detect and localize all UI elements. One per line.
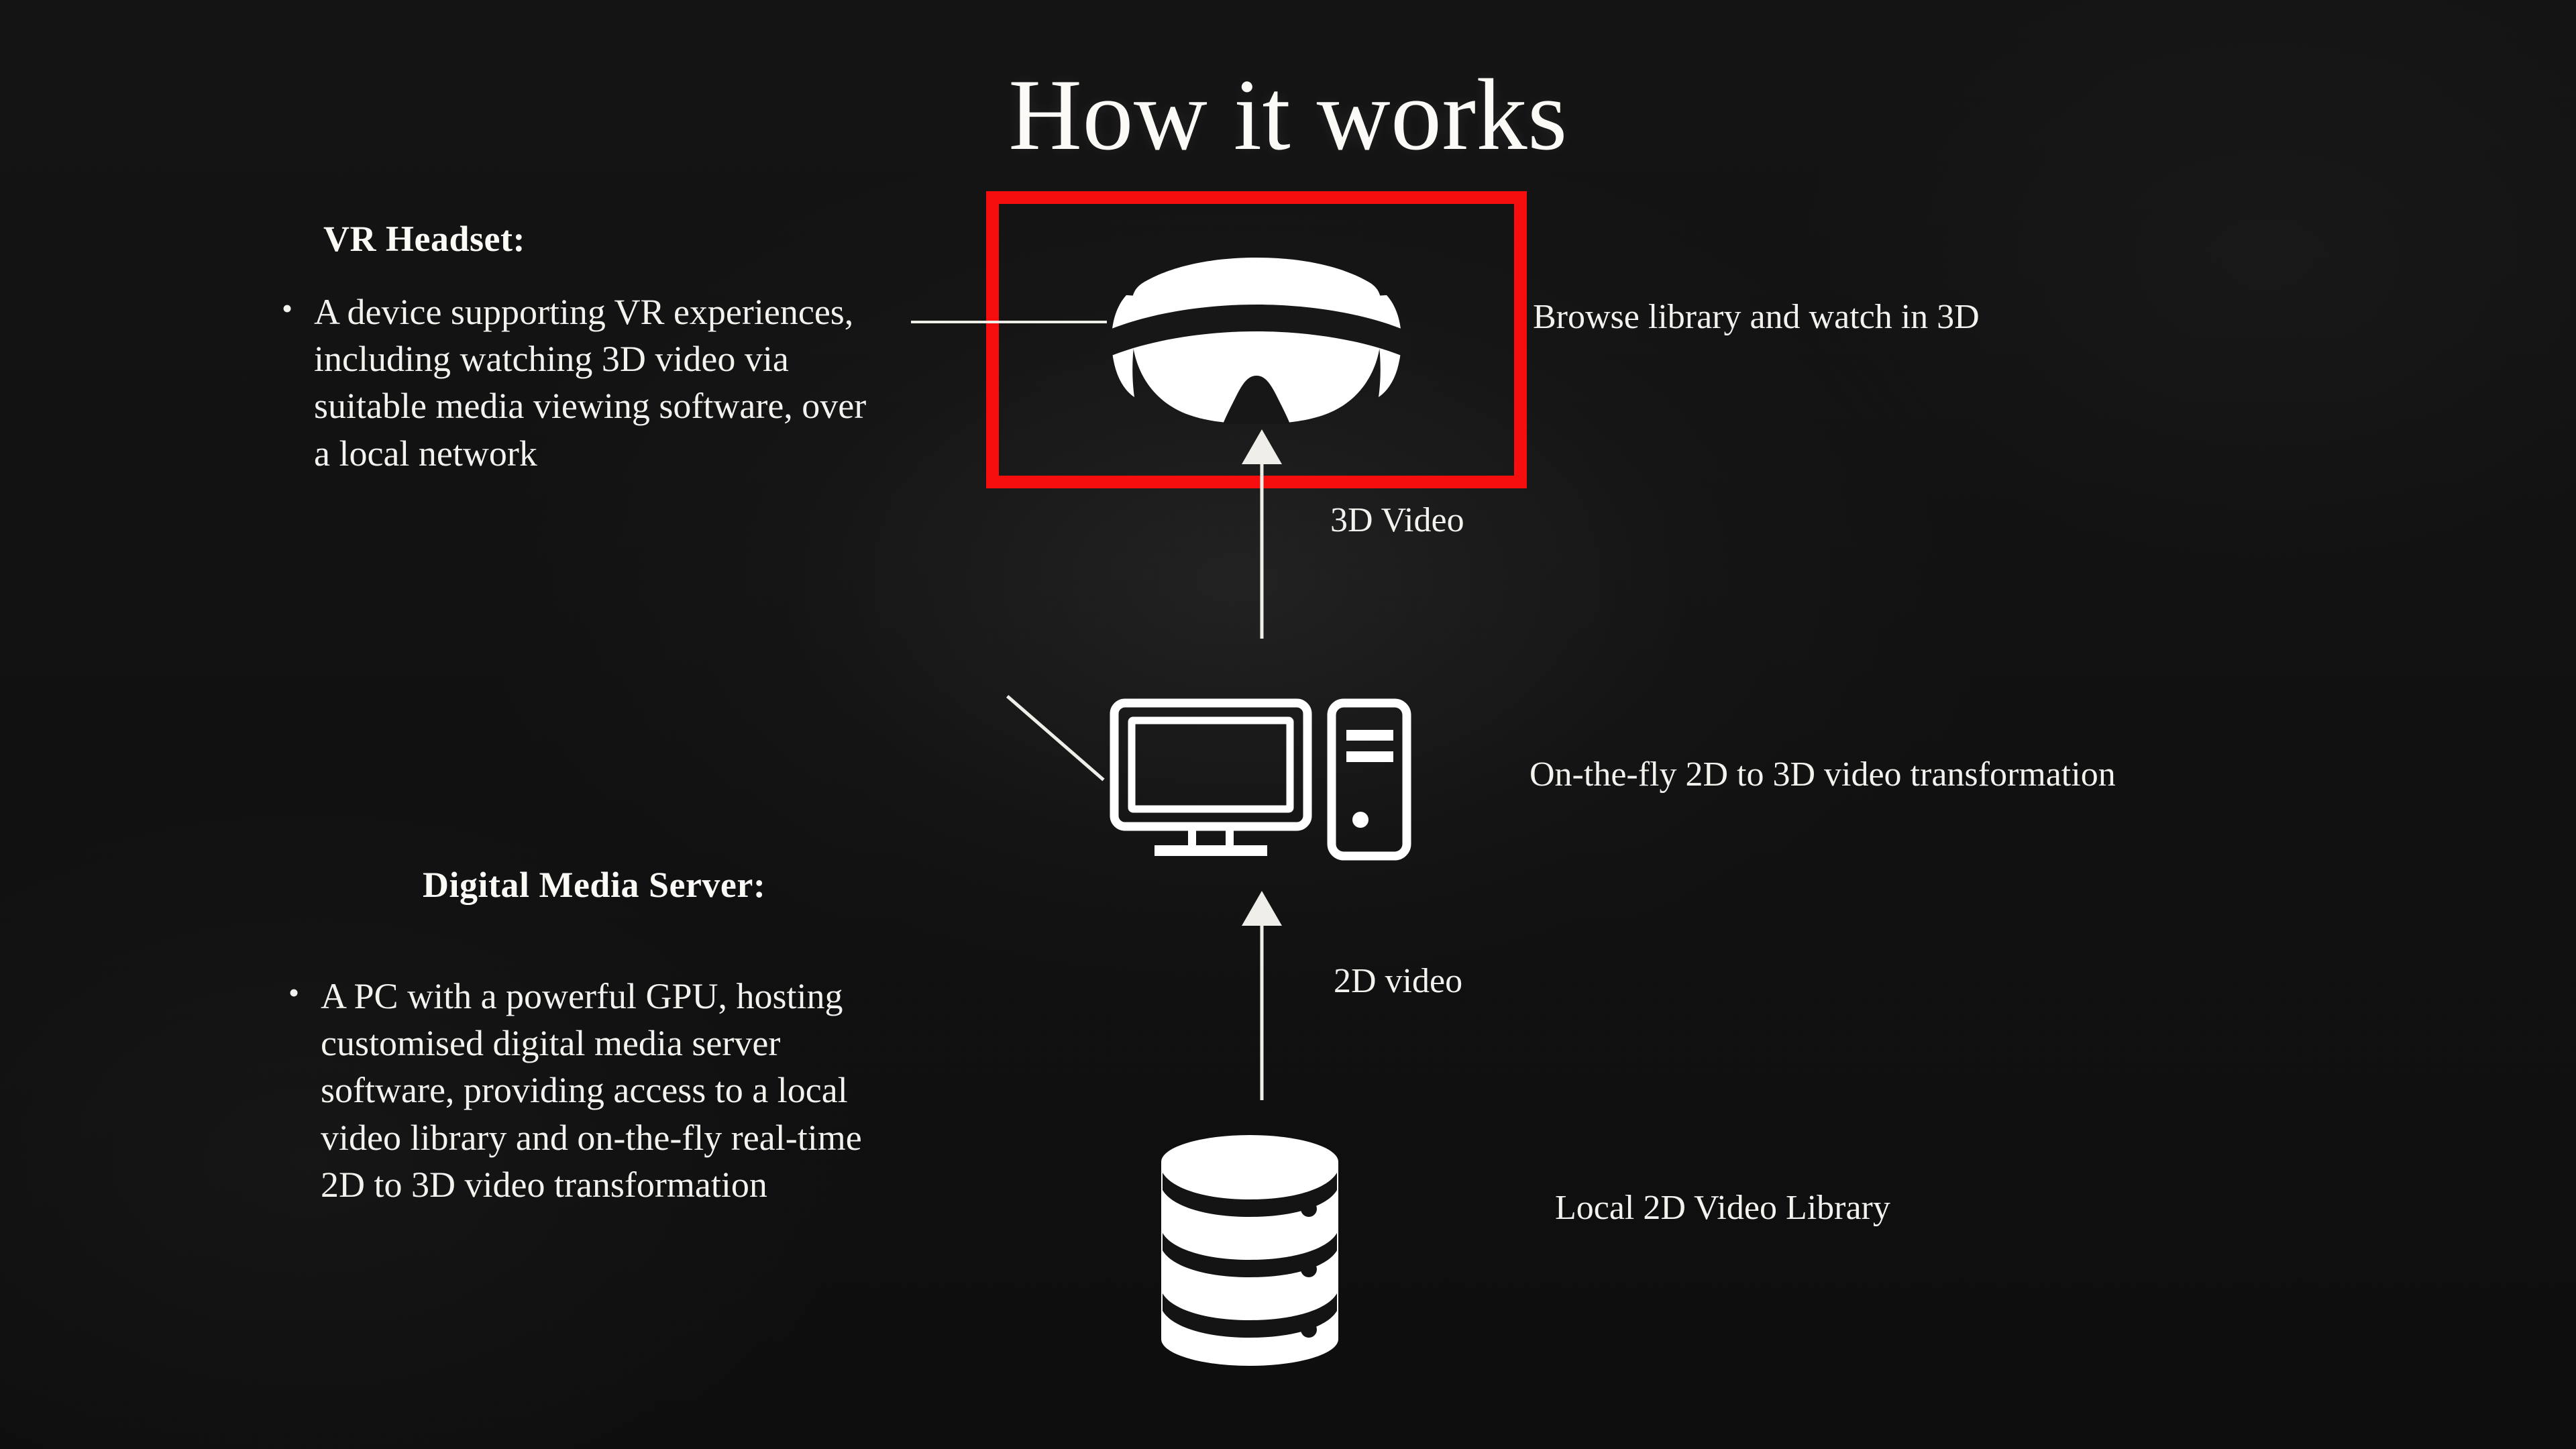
bullet-marker-icon: • bbox=[288, 975, 300, 1010]
caption-vr-headset-node: Browse library and watch in 3D bbox=[1533, 298, 1980, 336]
arrow-head-icon bbox=[1242, 891, 1282, 926]
bullet-text: A PC with a powerful GPU, hosting custom… bbox=[321, 976, 862, 1205]
flow-arrow-3d-video bbox=[1242, 429, 1282, 639]
arrow-head-icon bbox=[1242, 429, 1282, 464]
flow-arrow-2d-video bbox=[1242, 891, 1282, 1100]
desktop-computer-icon bbox=[1110, 698, 1411, 861]
arrow-shaft bbox=[1260, 444, 1264, 639]
digital-media-server-bullet-list: • A PC with a powerful GPU, hosting cust… bbox=[288, 973, 879, 1208]
bullet-marker-icon: • bbox=[282, 291, 293, 325]
vr-headset-leader-line bbox=[911, 321, 1107, 323]
list-item: • A PC with a powerful GPU, hosting cust… bbox=[288, 973, 879, 1208]
caption-media-server-node: On-the-fly 2D to 3D video transformation bbox=[1529, 755, 2116, 794]
bullet-text: A device supporting VR experiences, incl… bbox=[314, 292, 867, 474]
page-title: How it works bbox=[1008, 58, 1568, 171]
media-server-leader-line bbox=[1006, 694, 1105, 782]
flow-label-2d-video: 2D video bbox=[1334, 962, 1463, 1000]
vr-headset-heading: VR Headset: bbox=[323, 219, 525, 259]
caption-video-library-node: Local 2D Video Library bbox=[1555, 1189, 1890, 1227]
digital-media-server-heading: Digital Media Server: bbox=[423, 865, 766, 905]
flow-label-3d-video: 3D Video bbox=[1330, 501, 1464, 539]
vr-headset-bullet-list: • A device supporting VR experiences, in… bbox=[282, 288, 885, 477]
arrow-shaft bbox=[1260, 906, 1264, 1100]
vr-headset-highlight-box bbox=[986, 191, 1527, 488]
database-icon bbox=[1159, 1132, 1341, 1368]
list-item: • A device supporting VR experiences, in… bbox=[282, 288, 885, 477]
vr-headset-icon bbox=[1101, 254, 1412, 429]
